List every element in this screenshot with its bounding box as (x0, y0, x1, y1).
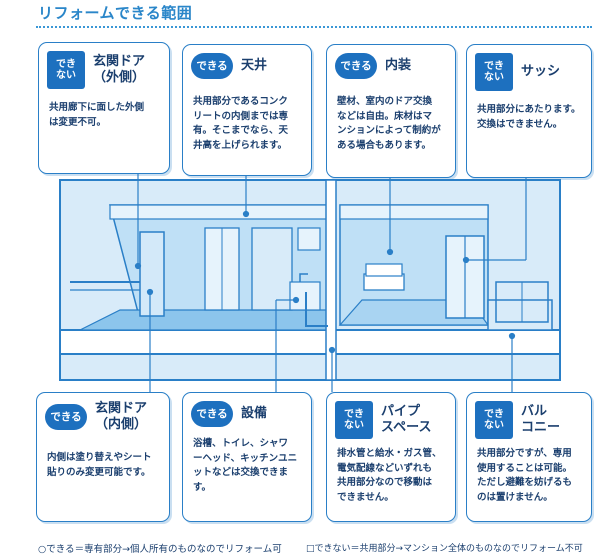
drain-pipe (305, 292, 328, 327)
cannot-badge: できない (335, 401, 373, 439)
leader-dot-ceiling (242, 210, 250, 218)
right-room-ceiling (339, 204, 489, 220)
cannot-badge: できない (475, 401, 513, 439)
card-description: 内側は塗り替えやシート 貼りのみ変更可能です。 (47, 452, 152, 478)
cannot-badge: できない (47, 51, 85, 89)
card-title: 天井 (241, 58, 268, 74)
can-badge: できる (45, 403, 87, 430)
left-room-ceiling (109, 204, 331, 220)
upper-cabinet (297, 227, 321, 251)
card-title: バル コニー (521, 404, 561, 435)
card-title: 内装 (385, 58, 412, 74)
sofa-back (365, 263, 403, 277)
card-title: 玄関ドア （内側） (95, 401, 148, 432)
card-title: 玄関ドア （外側） (93, 54, 146, 85)
entrance-door (139, 231, 165, 317)
card-description: 共用廊下に面した外側 は変更不可。 (49, 102, 145, 128)
leader-dot-pipe-space (328, 346, 336, 354)
leader-dot-front-door-inside (146, 288, 154, 296)
card-description: 共用部分にあたります。 交換はできません。 (477, 104, 581, 130)
can-badge: できる (335, 53, 377, 79)
card-interior: できる 内装 壁材、室内のドア交換 などは自由。床材はマ ンションによって制約が… (326, 44, 456, 178)
leader-dot-front-door-outside (134, 262, 142, 270)
bath-partition (251, 227, 293, 311)
card-equipment: できる 設備 浴槽、トイレ、シャワ ーヘッド、キッチンユニ ットなどは交換できま… (182, 392, 312, 522)
pipe-shaft (325, 179, 337, 381)
balcony-floor (487, 299, 553, 331)
legend-cannot: □できない＝共用部分→マンション全体のものなのでリフォーム不可 (306, 544, 583, 554)
card-sash: できない サッシ 共用部分にあたります。 交換はできません。 (466, 44, 592, 178)
can-badge: できる (191, 401, 233, 427)
left-room-floor (79, 309, 331, 331)
card-front-door-inside: できる 玄関ドア （内側） 内側は塗り替えやシート 貼りのみ変更可能です。 (36, 392, 170, 522)
card-description: 排水管と給水・ガス管、 電気配線などいずれも 共用部分なので移動は できません。 (337, 448, 442, 504)
can-badge: できる (191, 53, 233, 79)
card-pipe-space: できない パイプ スペース 排水管と給水・ガス管、 電気配線などいずれも 共用部… (326, 392, 456, 522)
page-title: リフォームできる範囲 (38, 4, 193, 22)
card-description: 浴槽、トイレ、シャワ ーヘッド、キッチンユニ ットなどは交換できま す。 (193, 438, 298, 494)
floor-slab (59, 329, 561, 355)
card-front-door-outside: できない 玄関ドア （外側） 共用廊下に面した外側 は変更不可。 (38, 42, 170, 174)
leader-dot-interior (386, 248, 394, 256)
cannot-badge: できない (475, 53, 513, 91)
leader-dot-equipment (292, 296, 300, 304)
legend-can: ○できる＝専有部分→個人所有のものなのでリフォーム可 (38, 544, 282, 555)
title-divider (36, 26, 592, 28)
leader-dot-balcony (508, 332, 516, 340)
card-balcony: できない バル コニー 共用部分ですが、専用 使用することは可能。 ただし避難を… (466, 392, 592, 522)
card-description: 壁材、室内のドア交換 などは自由。床材はマ ンションによって制約が ある場合もあ… (337, 96, 441, 152)
card-description: 共用部分ですが、専用 使用することは可能。 ただし避難を妨げるも のは置けません… (477, 448, 573, 504)
card-ceiling: できる 天井 共用部分であるコンク リートの内側までは専 有。そこまでなら、天 … (182, 44, 312, 176)
kitchen-faucet (299, 273, 308, 282)
card-title: パイプ スペース (381, 404, 432, 435)
card-title: サッシ (521, 64, 561, 80)
card-description: 共用部分であるコンク リートの内側までは専 有。そこまでなら、天 井高を上げられ… (193, 96, 289, 152)
leader-dot-sash (462, 256, 470, 264)
card-title: 設備 (241, 406, 268, 422)
